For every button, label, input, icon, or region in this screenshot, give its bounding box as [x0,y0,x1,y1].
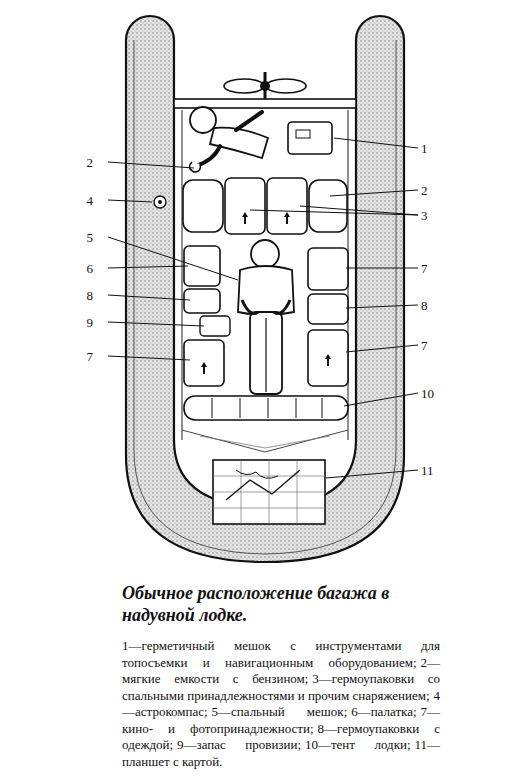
legend-item: 10—тент лодки; [305,737,411,752]
callout-number: 1 [420,141,429,156]
legend-item: 5—спальный мешок; [212,704,348,719]
callout-number: 3 [420,208,429,223]
callout-number: 2 [420,183,429,198]
callout-number: 11 [420,463,435,478]
legend-item: 9—запас провизии; [177,737,301,752]
callout-number: 7 [420,338,429,353]
callout-number: 7 [420,261,429,276]
callout-number: 10 [420,386,435,401]
callout-number: 6 [86,261,95,276]
callout-number: 9 [86,315,95,330]
callout-number: 5 [86,230,95,245]
legend-item: 1—герметичный мешок с инструментами для … [122,638,440,670]
figure-caption: Обычное расположение багажа в надувной л… [122,582,440,626]
callout-number: 8 [86,288,95,303]
legend-text: 1—герметичный мешок с инструментами для … [122,638,440,770]
callout-number: 4 [86,193,95,208]
callout-number: 2 [86,155,95,170]
legend-item: 6—палатка; [351,704,416,719]
callout-number: 7 [86,349,95,364]
callout-number: 8 [420,298,429,313]
